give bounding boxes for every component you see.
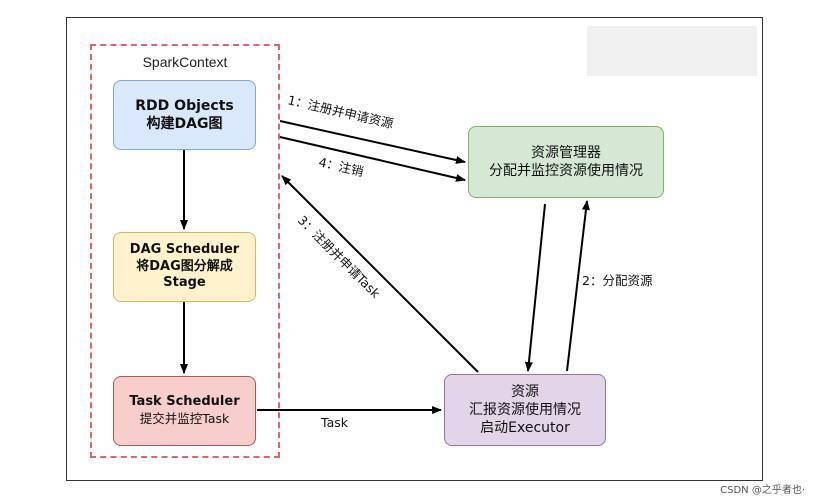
task-node-title: Task Scheduler bbox=[129, 394, 240, 410]
label-task: Task bbox=[320, 415, 349, 430]
rm-node-title: 资源管理器 bbox=[531, 144, 601, 161]
rdd-objects-node: RDD Objects 构建DAG图 bbox=[113, 80, 256, 150]
edge-register-task bbox=[281, 175, 479, 373]
spark-context-title: SparkContext bbox=[142, 54, 228, 70]
executor-node: 资源 汇报资源使用情况 启动Executor bbox=[444, 374, 606, 446]
edge-deregister bbox=[279, 136, 466, 182]
executor-node-title: 资源 bbox=[511, 383, 539, 400]
rdd-node-subtitle: 构建DAG图 bbox=[146, 116, 223, 132]
label-register-task: 3：注册并申请Task bbox=[295, 213, 384, 302]
rm-node-subtitle: 分配并监控资源使用情况 bbox=[489, 163, 643, 179]
dag-node-line2: 将DAG图分解成 bbox=[136, 258, 233, 274]
executor-node-line3: 启动Executor bbox=[480, 420, 570, 437]
dag-scheduler-node: DAG Scheduler 将DAG图分解成 Stage bbox=[113, 232, 256, 302]
label-deregister: 4：注销 bbox=[317, 154, 365, 179]
edge-executor-to-rm bbox=[566, 200, 590, 372]
edge-register-resource bbox=[279, 120, 466, 164]
resource-manager-node: 资源管理器 分配并监控资源使用情况 bbox=[468, 126, 664, 198]
spark-context-group: SparkContext bbox=[90, 44, 280, 458]
task-node-subtitle: 提交并监控Task bbox=[139, 411, 230, 427]
executor-node-line2: 汇报资源使用情况 bbox=[469, 401, 581, 418]
blurred-area bbox=[587, 26, 757, 76]
edge-rm-to-executor bbox=[524, 203, 546, 372]
dag-node-line3: Stage bbox=[163, 275, 206, 291]
watermark: CSDN @之乎者也· bbox=[720, 485, 805, 496]
dag-node-title: DAG Scheduler bbox=[129, 241, 240, 257]
rdd-node-title: RDD Objects bbox=[135, 97, 234, 114]
task-scheduler-node: Task Scheduler 提交并监控Task bbox=[113, 376, 256, 446]
label-allocate: 2：分配资源 bbox=[582, 273, 653, 288]
